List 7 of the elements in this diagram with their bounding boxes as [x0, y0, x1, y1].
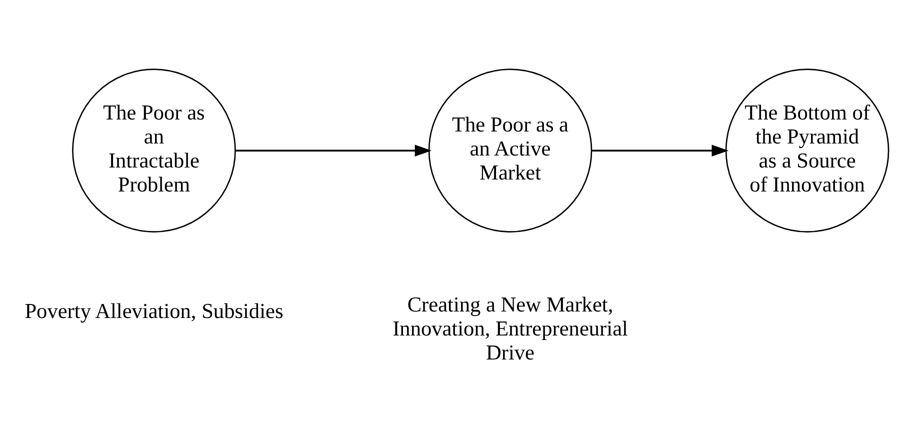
node-circle: The Poor as an Intractable Problem — [72, 68, 236, 232]
arrow — [236, 144, 432, 156]
label: Creating a New Market, Innovation, Entrepreneurial Drive — [392, 292, 628, 364]
arrow — [592, 144, 729, 156]
node-circle: The Poor as a an Active Market — [428, 68, 592, 232]
node-circle: The Bottom of the Pyramid as a Source of Innovation — [725, 68, 890, 232]
label: Poverty Alleviation, Subsidies — [24, 299, 284, 324]
